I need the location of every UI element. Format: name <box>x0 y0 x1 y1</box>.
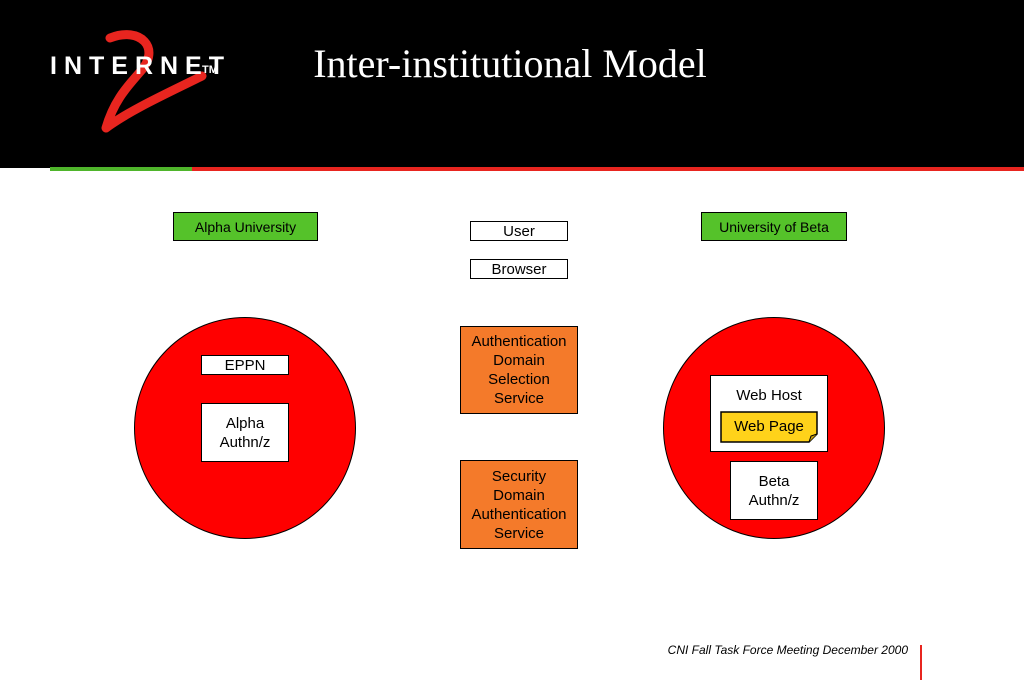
internet2-logo: INTERNET TM <box>48 30 224 135</box>
web-page-label: Web Page <box>734 417 804 435</box>
footer-rule <box>920 645 922 680</box>
alpha-authnz-line-1: Alpha <box>225 414 265 432</box>
university-of-beta-label: University of Beta <box>701 212 847 241</box>
web-host-label: Web Host <box>736 387 802 404</box>
sdas-line-2: Domain <box>493 486 545 504</box>
header-bar <box>0 0 1024 168</box>
adss-line-2: Domain <box>493 352 545 369</box>
beta-authnz-box: Beta Authn/z <box>730 461 818 520</box>
eppn-box: EPPN <box>201 355 289 375</box>
alpha-authnz-box: Alpha Authn/z <box>201 403 289 462</box>
authentication-domain-selection-service-box: Authentication Domain Selection Service <box>460 326 578 414</box>
alpha-domain-circle <box>134 317 356 539</box>
beta-authnz-line-1: Beta <box>758 472 790 490</box>
header-rule-red <box>192 167 1024 171</box>
alpha-authnz-line-2: Authn/z <box>219 433 271 451</box>
web-page-note-shape <box>720 411 818 443</box>
browser-box: Browser <box>470 259 568 279</box>
logo-wordmark: INTERNET <box>50 52 231 80</box>
header-rule-green <box>50 167 192 171</box>
sdas-line-3: Authentication <box>471 505 567 523</box>
page-title: Inter-institutional Model <box>313 41 707 86</box>
beta-authnz-line-2: Authn/z <box>748 491 800 509</box>
sdas-line-4: Service <box>493 524 545 542</box>
sdas-line-1: Security <box>491 467 547 485</box>
web-page-note: Web Page <box>720 411 818 443</box>
logo-trademark: TM <box>202 64 218 76</box>
alpha-university-label: Alpha University <box>173 212 318 241</box>
adss-line-3: Selection <box>488 371 550 388</box>
footer-caption: CNI Fall Task Force Meeting December 200… <box>667 643 908 657</box>
adss-line-1: Authentication <box>471 333 567 350</box>
adss-line-4: Service <box>493 390 545 407</box>
user-box: User <box>470 221 568 241</box>
security-domain-authentication-service-box: Security Domain Authentication Service <box>460 460 578 549</box>
logo-numeral-2 <box>101 30 207 133</box>
